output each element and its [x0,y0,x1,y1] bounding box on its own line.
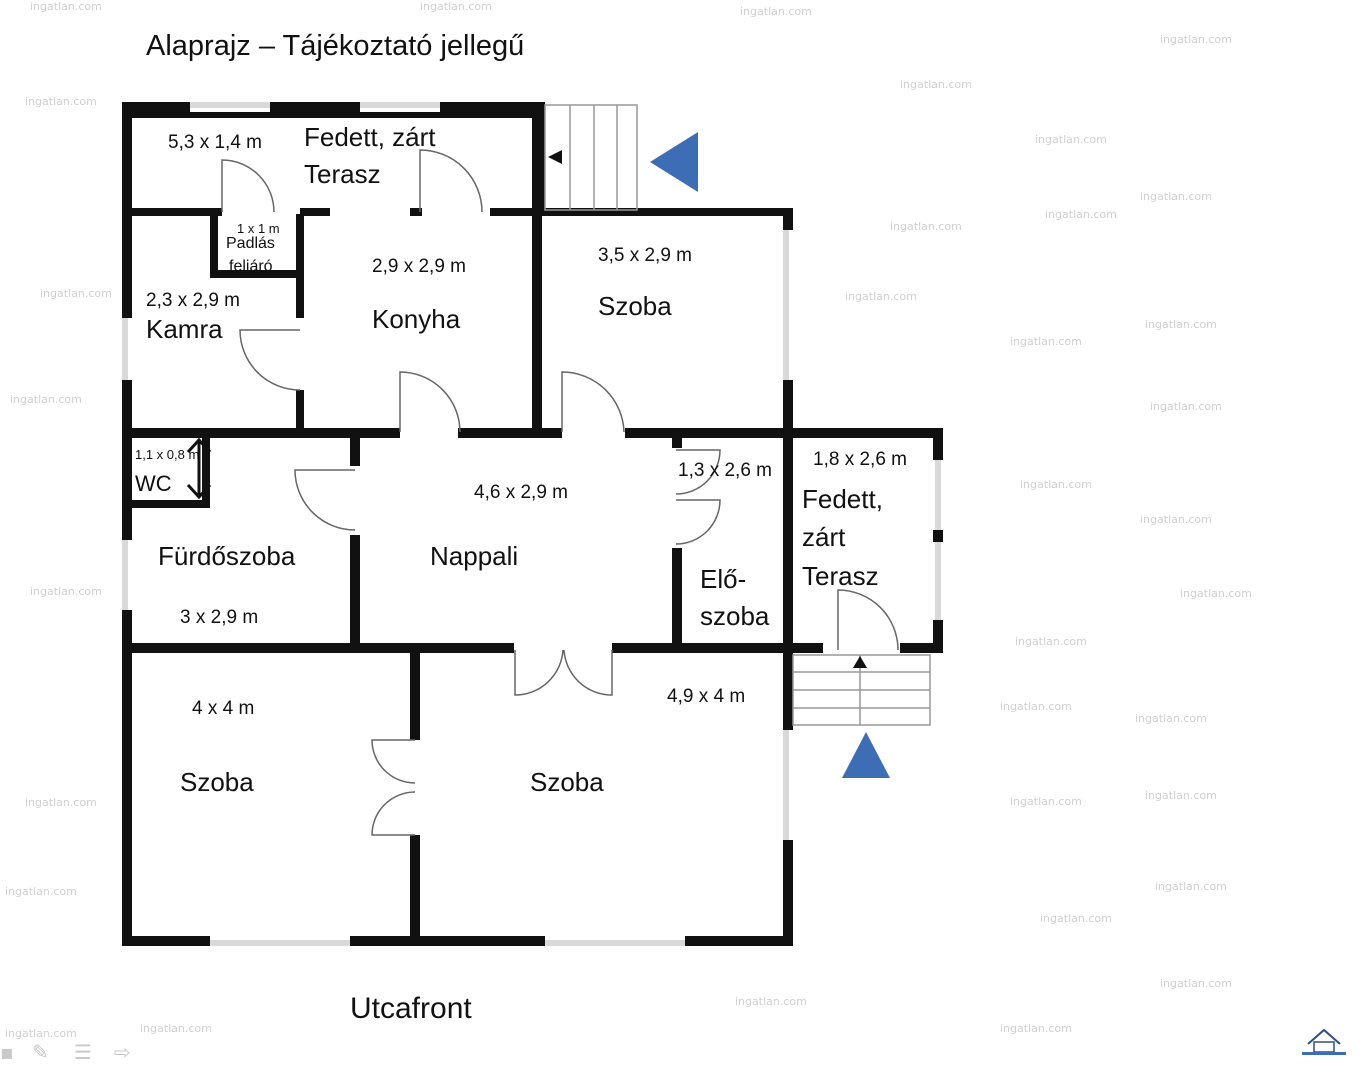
watermark: ingatlan.com [735,995,807,1008]
next-arrow-icon[interactable]: ⇨ [114,1040,131,1064]
plan-title: Alaprajz – Tájékoztató jellegű [146,30,525,62]
watermark: ingatlan.com [1150,400,1222,413]
watermark: ingatlan.com [1180,587,1252,600]
living-name: Nappali [430,541,519,571]
watermark: ingatlan.com [890,220,962,233]
watermark: ingatlan.com [1045,208,1117,221]
watermark: ingatlan.com [1040,912,1112,925]
attic-name-1: Padlás [226,235,275,252]
hall-name-1: Elő- [700,564,747,594]
terrace-side-name-1: Fedett, [802,484,883,514]
play-icon[interactable]: ▪ [0,1040,14,1064]
watermark: ingatlan.com [1160,33,1232,46]
watermark: ingatlan.com [10,393,82,406]
entrance-arrow-bottom [842,732,890,778]
watermark: ingatlan.com [40,287,112,300]
watermark: ingatlan.com [1000,1022,1072,1035]
stairs-top [544,104,638,211]
watermark: ingatlan.com [845,290,917,303]
living-dimension: 4,6 x 2,9 m [474,482,568,503]
watermark: ingatlan.com [1155,880,1227,893]
watermark: ingatlan.com [30,0,102,13]
hall-name-2: szoba [700,601,770,631]
pantry-dimension: 2,3 x 2,9 m [146,290,240,311]
room-ne-name: Szoba [598,291,672,321]
stairs-side-arrow [853,656,867,668]
watermark: ingatlan.com [1160,977,1232,990]
watermark: ingatlan.com [1140,190,1212,203]
street-front-label: Utcafront [350,992,472,1025]
menu-icon[interactable]: ☰ [74,1040,92,1064]
watermark: ingatlan.com [420,0,492,13]
wc-dimension: 1,1 x 0,8 m [135,447,200,462]
kitchen-name: Konyha [372,304,461,334]
watermark: ingatlan.com [5,885,77,898]
room-sw-name: Szoba [180,767,254,797]
room-se-name: Szoba [530,767,604,797]
hall-dimension: 1,3 x 2,6 m [678,460,772,481]
pen-icon[interactable]: ✎ [32,1040,49,1064]
attic-name-2: feljáró [229,258,273,275]
room-se-dimension: 4,9 x 4 m [667,686,746,707]
kitchen-dimension: 2,9 x 2,9 m [372,256,466,277]
bath-name: Fürdőszoba [158,541,296,571]
watermark: ingatlan.com [900,78,972,91]
terrace-top-name-2: Terasz [304,159,381,189]
watermark: ingatlan.com [1035,133,1107,146]
room-ne-dimension: 3,5 x 2,9 m [598,245,692,266]
watermark: ingatlan.com [1140,513,1212,526]
entrance-arrow-right [650,132,698,192]
room-sw-dimension: 4 x 4 m [192,698,255,719]
wc-height-arrow [186,437,212,500]
stairs-side [792,654,931,726]
walls [122,102,943,946]
watermark: ingatlan.com [30,585,102,598]
watermark: ingatlan.com [25,796,97,809]
pantry-name: Kamra [146,314,223,344]
attic-dimension: 1 x 1 m [237,221,280,236]
terrace-side-dimension: 1,8 x 2,6 m [813,449,907,470]
watermark: ingatlan.com [1015,635,1087,648]
agency-logo [1302,1028,1346,1055]
watermark: ingatlan.com [1020,478,1092,491]
watermark: ingatlan.com [1145,318,1217,331]
bath-dimension: 3 x 2,9 m [180,607,259,628]
watermark: ingatlan.com [25,95,97,108]
doors [221,149,899,836]
watermark: ingatlan.com [1010,795,1082,808]
watermark: ingatlan.com [1000,700,1072,713]
terrace-top-name-1: Fedett, zárt [304,122,436,152]
terrace-side-name-2: zárt [802,522,846,552]
wc-name: WC [135,471,172,496]
watermark: ingatlan.com [5,1027,77,1040]
watermark: ingatlan.com [1010,335,1082,348]
watermark: ingatlan.com [1145,789,1217,802]
stairs-top-arrow [548,150,562,164]
watermark: ingatlan.com [1135,712,1207,725]
watermark: ingatlan.com [140,1022,212,1035]
terrace-side-name-3: Terasz [802,561,879,591]
watermark: ingatlan.com [740,5,812,18]
terrace-top-dimension: 5,3 x 1,4 m [168,132,262,153]
